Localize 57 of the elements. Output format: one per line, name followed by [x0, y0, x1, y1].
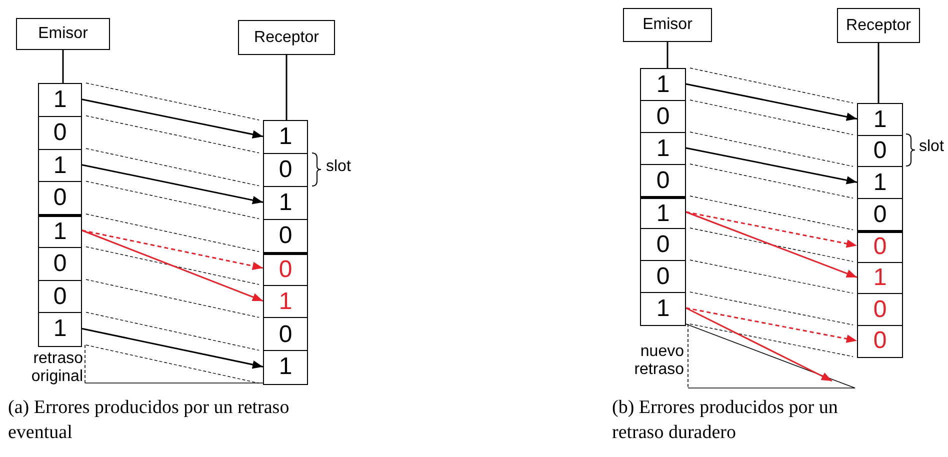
- arrow: [82, 164, 264, 204]
- slot-label: slot: [919, 138, 945, 156]
- bit-slot: 1: [263, 350, 308, 385]
- bit-slot: 1: [38, 312, 82, 346]
- bit-slot: 0: [263, 317, 308, 352]
- bit-slot: 1: [263, 120, 308, 154]
- bit-slot: 1: [857, 103, 903, 136]
- slot-label: slot: [326, 158, 352, 176]
- bit-slot: 1: [38, 83, 82, 118]
- bit-slot: 1: [640, 292, 686, 326]
- arrow: [686, 211, 858, 248]
- station-box: Receptor: [837, 8, 920, 43]
- connector-line: [62, 50, 64, 83]
- bit-slot: 0: [263, 218, 308, 254]
- bit-slot: 0: [263, 252, 308, 286]
- bit-slot: 0: [857, 324, 903, 358]
- bit-slot: 0: [857, 230, 903, 263]
- bit-slot: 1: [640, 68, 686, 102]
- bit-slot: 1: [38, 148, 82, 183]
- bit-slot: 0: [640, 100, 686, 134]
- arrow: [686, 307, 858, 343]
- bit-slot: 1: [640, 196, 686, 230]
- station-box: Emisor: [16, 18, 110, 50]
- arrow: [686, 147, 858, 184]
- bit-slot: 0: [857, 198, 903, 232]
- arrow: [82, 230, 264, 270]
- delay-label: nuevo retraso: [633, 343, 684, 380]
- bit-slot: 1: [263, 186, 308, 220]
- bit-slot: 1: [857, 166, 903, 200]
- arrow: [82, 98, 264, 138]
- station-box: Receptor: [238, 20, 335, 55]
- bit-slot: 1: [857, 262, 903, 295]
- arrow: [686, 83, 858, 121]
- bit-slot: 0: [263, 152, 308, 188]
- arrow: [686, 307, 832, 382]
- station-box: Emisor: [623, 8, 712, 42]
- bit-slot: 0: [38, 181, 82, 216]
- bit-slot: 0: [38, 116, 82, 150]
- arrow: [686, 211, 858, 278]
- bit-slot: 0: [38, 246, 82, 281]
- bit-slot: 0: [857, 293, 903, 326]
- connector-line: [878, 43, 880, 103]
- bit-slot: 0: [640, 164, 686, 198]
- caption: (a) Errores producidos por un retraso eventual: [8, 396, 290, 445]
- bit-slot: 1: [263, 284, 308, 319]
- bit-slot: 1: [640, 132, 686, 166]
- caption: (b) Errores producidos por un retraso duradero: [612, 396, 839, 445]
- connector-line: [666, 42, 668, 68]
- delay-label: retraso original: [30, 350, 83, 387]
- bit-slot: 0: [640, 260, 686, 294]
- arrow: [82, 230, 264, 302]
- bit-slot: 1: [38, 214, 82, 248]
- arrow: [82, 328, 264, 369]
- connector-line: [286, 55, 288, 120]
- bit-slot: 0: [640, 228, 686, 262]
- bit-slot: 0: [38, 280, 82, 314]
- bit-slot: 0: [857, 134, 903, 168]
